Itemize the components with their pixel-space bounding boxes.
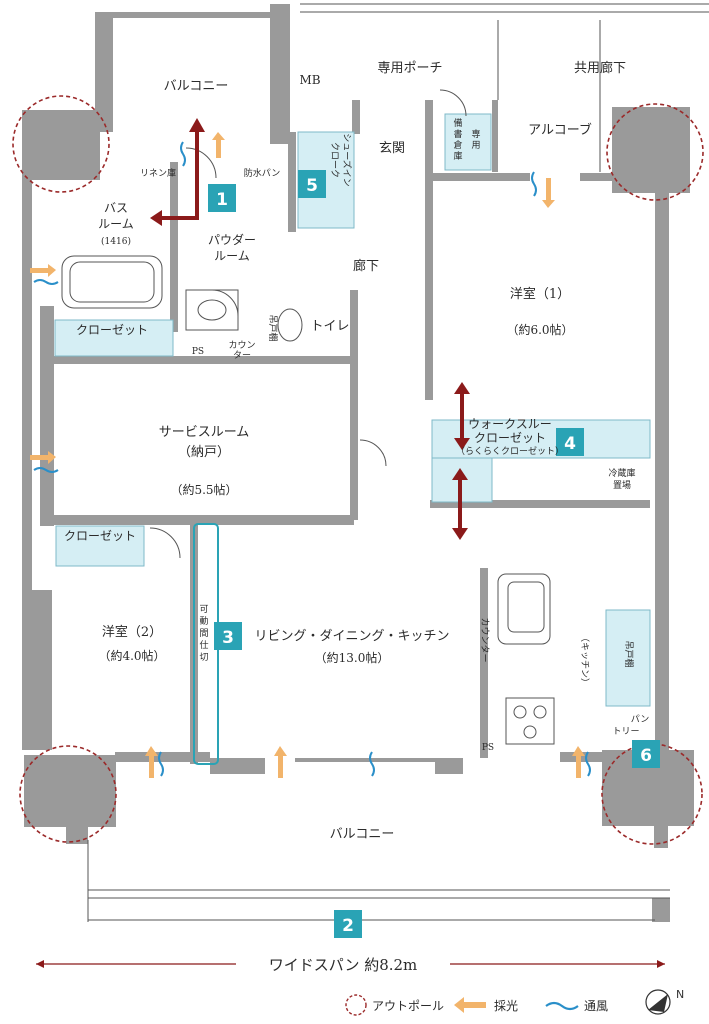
label-linen: リネン庫 <box>140 167 176 179</box>
label-shoes-in-1: シューズイン <box>341 133 353 187</box>
badge-5-label: 5 <box>306 176 318 196</box>
outpole-bottom-left <box>19 745 117 843</box>
outpole-top-left <box>12 95 110 193</box>
ventilation-legend-icon <box>545 1001 579 1011</box>
label-partition-5: 切 <box>199 652 208 663</box>
legend-daylight: 採光 <box>494 999 518 1013</box>
label-waterproof-pan: 防水パン <box>244 167 280 179</box>
label-kitchen: （キッチン） <box>579 633 590 687</box>
daylight-arrows <box>30 132 585 778</box>
wide-span-label: ワイドスパン 約8.2m <box>269 956 418 974</box>
label-counter-1: カウン <box>228 340 255 351</box>
badges: 1 2 3 4 5 6 <box>208 170 660 938</box>
outpole-top-right <box>606 103 704 201</box>
label-ldk-size: （約13.0帖） <box>315 650 390 665</box>
label-bath-1: バス <box>104 201 128 215</box>
label-service-room-size: （約5.5帖） <box>170 482 237 497</box>
label-service-room-1: サービスルーム <box>159 425 250 440</box>
badge-1 <box>208 184 236 212</box>
label-walk-through-3: （らくらくクローゼット） <box>456 445 564 457</box>
outpole-legend-icon <box>345 994 367 1016</box>
badge-6-label: 6 <box>640 746 652 766</box>
label-kitchen-counter: カウンター <box>479 617 490 662</box>
badge-3 <box>214 622 242 650</box>
badge-4 <box>556 428 584 456</box>
label-hanging-shelf-2: 吊戸棚 <box>623 640 635 667</box>
outpole-circles <box>12 95 704 845</box>
north-arrow-icon: N <box>645 988 684 1015</box>
label-balcony-top: バルコニー <box>164 79 229 94</box>
label-entrance: 玄関 <box>379 141 405 156</box>
label-storage-1: 備 <box>453 117 462 129</box>
label-closet-2: クローゼット <box>64 529 136 543</box>
legend-outpole: アウトポール <box>372 999 444 1013</box>
stove-icon <box>505 697 555 745</box>
label-fridge-1: 冷蔵庫 <box>608 467 635 479</box>
label-powder-1: パウダー <box>208 232 256 247</box>
label-toilet: トイレ <box>310 319 349 334</box>
wide-span: ワイドスパン 約8.2m <box>36 956 665 974</box>
fixtures <box>61 89 555 745</box>
svg-text:N: N <box>676 988 684 1001</box>
label-western1-size: （約6.0帖） <box>506 322 573 337</box>
label-fridge-2: 置場 <box>613 479 631 491</box>
label-ps: PS <box>192 347 204 357</box>
label-partition-1: 可 <box>199 604 208 615</box>
label-partition-2: 動 <box>199 616 208 627</box>
badge-2 <box>334 910 362 938</box>
outpole-bottom-right <box>601 743 703 845</box>
label-partition-4: 仕 <box>199 639 208 651</box>
circulation-arrows <box>150 118 470 540</box>
toilet-icon <box>277 308 303 342</box>
label-storage-3: 倉 <box>453 139 462 151</box>
label-hanging-shelf: 吊戸棚 <box>267 314 279 341</box>
walls <box>22 4 694 922</box>
label-shoes-in-2: クローク <box>329 142 340 178</box>
label-western1: 洋室（1） <box>510 286 570 302</box>
badge-3-label: 3 <box>222 628 234 648</box>
label-alcove: アルコーブ <box>528 122 592 138</box>
badge-2-label: 2 <box>342 916 354 936</box>
label-mb: MB <box>299 73 320 87</box>
label-storage-col2-2: 用 <box>471 140 480 151</box>
legend-ventilation: 通風 <box>584 999 608 1013</box>
label-service-room-2: （納戸） <box>178 445 230 460</box>
bathtub-icon <box>61 255 163 309</box>
label-common-corridor: 共用廊下 <box>574 60 626 76</box>
label-balcony-bottom: バルコニー <box>330 827 395 842</box>
label-bath-2: ルーム <box>98 217 134 231</box>
label-ps-2: PS <box>482 743 494 753</box>
label-bath-size: (1416) <box>101 236 131 247</box>
label-pantry-2: トリー <box>612 727 639 737</box>
badge-4-label: 4 <box>564 434 576 454</box>
label-storage-4: 庫 <box>453 150 462 162</box>
label-hallway: 廊下 <box>353 258 379 274</box>
room-labels: バルコニー MB 専用ポーチ 共用廊下 アルコーブ リネン庫 バス ルーム (1… <box>64 60 649 842</box>
railings <box>87 3 709 922</box>
daylight-legend-icon <box>454 997 486 1013</box>
badge-1-label: 1 <box>216 190 228 210</box>
label-ldk: リビング・ダイニング・キッチン <box>254 629 449 644</box>
label-storage-col2-1: 専 <box>471 128 480 140</box>
label-powder-2: ルーム <box>214 249 250 263</box>
label-closet-1: クローゼット <box>76 323 148 337</box>
badge-5 <box>298 170 326 198</box>
label-walk-through-2: クローゼット <box>474 431 546 445</box>
label-counter-2: ター <box>233 350 251 361</box>
label-western2-size: （約4.0帖） <box>98 648 165 663</box>
legend: アウトポール 採光 通風 N <box>345 988 684 1016</box>
label-partition-3: 間 <box>199 628 208 639</box>
label-storage-2: 書 <box>453 128 462 140</box>
ventilation-waves <box>33 141 591 777</box>
label-walk-through-1: ウォークスルー <box>468 417 552 431</box>
badge-6 <box>632 740 660 768</box>
label-pantry-1: パン <box>631 714 649 725</box>
label-private-porch: 専用ポーチ <box>377 61 442 76</box>
sink-icon <box>185 289 239 331</box>
label-western2: 洋室（2） <box>102 624 162 640</box>
